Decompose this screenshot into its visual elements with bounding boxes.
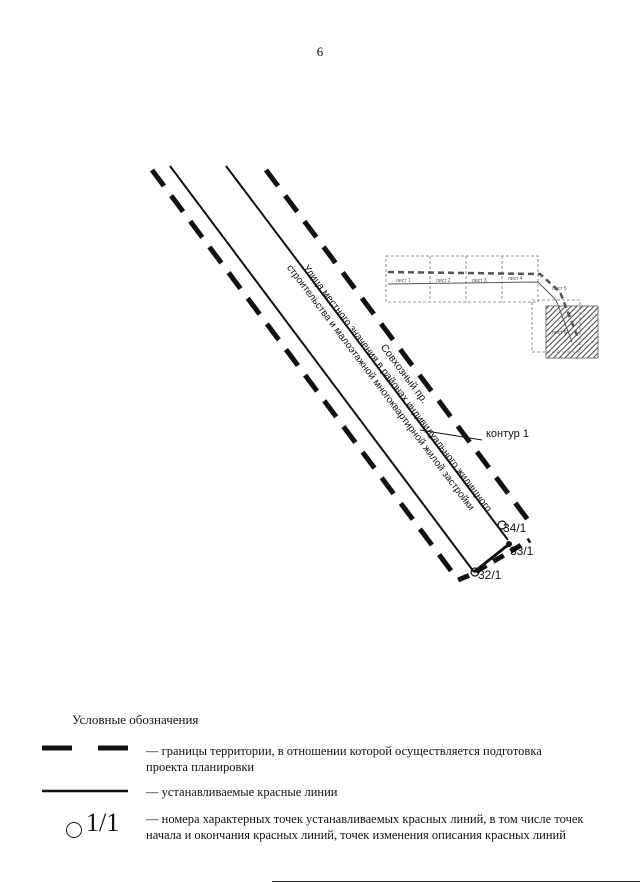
street-label-2: Улица местного значения в районах индиви… xyxy=(301,263,494,515)
sheet-index-inset: лист 1 лист 2 лист 3 лист 4 лист 5 лист … xyxy=(385,255,599,359)
svg-text:лист 4: лист 4 xyxy=(508,276,523,282)
svg-text:лист 1: лист 1 xyxy=(396,278,411,284)
red-line-end xyxy=(473,543,509,574)
point-32-1-marker xyxy=(470,567,480,577)
legend-dashed-line-symbol xyxy=(42,745,128,751)
planning-map: Совхозный пр. Улица местного значения в … xyxy=(149,165,599,583)
legend-item-territory: — границы территории, в отношении которо… xyxy=(146,744,542,774)
legend-item-red-lines: — устанавливаемые красные линии xyxy=(146,785,338,799)
red-line-left xyxy=(169,165,475,573)
legend-solid-line-symbol xyxy=(42,789,128,793)
legend-title: Условные обозначения xyxy=(72,712,199,727)
point-34-1-label: 34/1 xyxy=(503,521,527,535)
territory-boundary-right xyxy=(263,168,531,522)
page-number: 6 xyxy=(316,44,324,59)
point-33-1-label: 33/1 xyxy=(510,544,534,558)
contour-label: контур 1 xyxy=(486,428,529,440)
legend-point-number-symbol: 1/1 xyxy=(86,808,120,837)
legend-item-point-numbers: — номера характерных точек устанавливаем… xyxy=(146,812,584,842)
contour-leader xyxy=(419,429,483,441)
territory-boundary-left xyxy=(149,168,461,582)
red-line-right xyxy=(225,165,509,541)
svg-text:лист 3: лист 3 xyxy=(472,278,487,284)
point-34-1-marker xyxy=(497,520,507,530)
svg-text:лист 6: лист 6 xyxy=(552,330,567,336)
point-33-1-marker xyxy=(506,541,512,547)
svg-text:лист 2: лист 2 xyxy=(436,278,451,284)
territory-boundary-bottom xyxy=(457,537,532,583)
legend-point-circle-icon xyxy=(66,822,82,838)
point-32-1-label: 32/1 xyxy=(478,568,502,582)
svg-text:лист 5: лист 5 xyxy=(552,286,567,292)
